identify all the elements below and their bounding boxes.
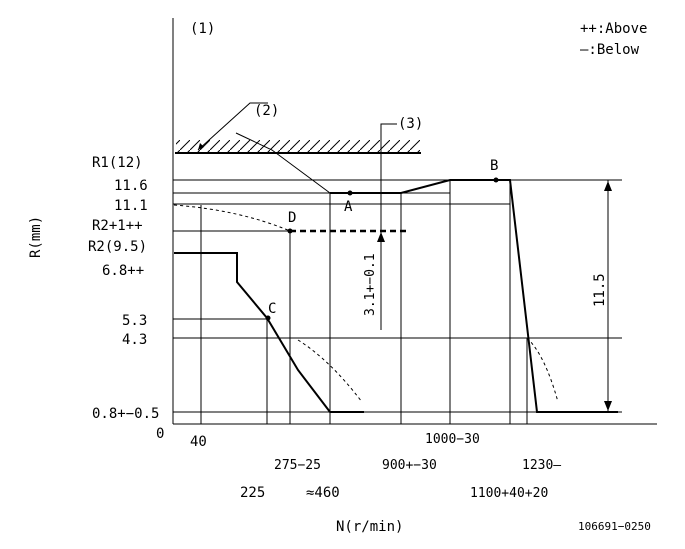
- stroke-dim-label: 3.1+−0.1: [363, 253, 378, 316]
- x-tick-900: 900+−30: [382, 458, 437, 473]
- legend-above: ++:Above: [580, 21, 647, 37]
- point-a-marker: [347, 190, 353, 196]
- y-tick-r2-plus: R2+1++: [92, 218, 143, 234]
- x-tick-275: 275−25: [274, 458, 321, 473]
- curve-upper-left: [235, 132, 331, 194]
- point-d-marker: [287, 228, 293, 234]
- origin-label: 0: [156, 426, 164, 442]
- point-d-label: D: [288, 210, 296, 226]
- y-tick-4-3: 4.3: [122, 332, 147, 348]
- y-tick-11-6: 11.6: [114, 178, 148, 194]
- stroke-dim-arrowhead: [377, 232, 385, 242]
- y-tick-r1: R1(12): [92, 155, 143, 171]
- callout-1: (1): [190, 21, 215, 37]
- curve-full-load: [330, 179, 618, 413]
- y-axis-label: R(mm): [28, 216, 44, 258]
- x-tick-1100: 1100+40+20: [470, 486, 548, 501]
- y-tick-5-3: 5.3: [122, 313, 147, 329]
- y-tick-11-1: 11.1: [114, 198, 148, 214]
- x-tick-460: ≈460: [306, 485, 340, 501]
- height-dim-arrowhead-top: [604, 181, 612, 191]
- dashed-curve-idle: [297, 339, 363, 403]
- stopper-hatching: [176, 140, 420, 153]
- callout-2-arrowhead: [198, 143, 204, 150]
- point-b-marker: [493, 177, 499, 183]
- point-a-label: A: [344, 199, 353, 215]
- legend-below: —:Below: [580, 42, 640, 58]
- dashed-curve-r2: [173, 204, 291, 232]
- x-tick-40: 40: [190, 434, 207, 450]
- curve-idle: [174, 252, 364, 413]
- point-b-label: B: [490, 158, 498, 174]
- height-dim-label: 11.5: [592, 273, 608, 307]
- callout-2-leader: [197, 102, 268, 151]
- callout-3: (3): [398, 116, 423, 132]
- y-tick-r2: R2(9.5): [88, 239, 147, 255]
- x-tick-225: 225: [240, 485, 265, 501]
- callout-3-leader: [380, 123, 397, 153]
- y-tick-0-8: 0.8+−0.5: [92, 406, 159, 422]
- point-c-marker: [265, 315, 271, 321]
- callout-2: (2): [254, 103, 279, 119]
- y-tick-6-8: 6.8++: [102, 263, 144, 279]
- x-tick-1000: 1000−30: [425, 432, 480, 447]
- point-c-label: C: [268, 301, 276, 317]
- height-dim-arrowhead-bottom: [604, 401, 612, 411]
- drawing-code: 106691−0250: [578, 520, 651, 533]
- x-axis-label: N(r/min): [336, 519, 403, 535]
- x-tick-1230: 1230—: [522, 458, 561, 473]
